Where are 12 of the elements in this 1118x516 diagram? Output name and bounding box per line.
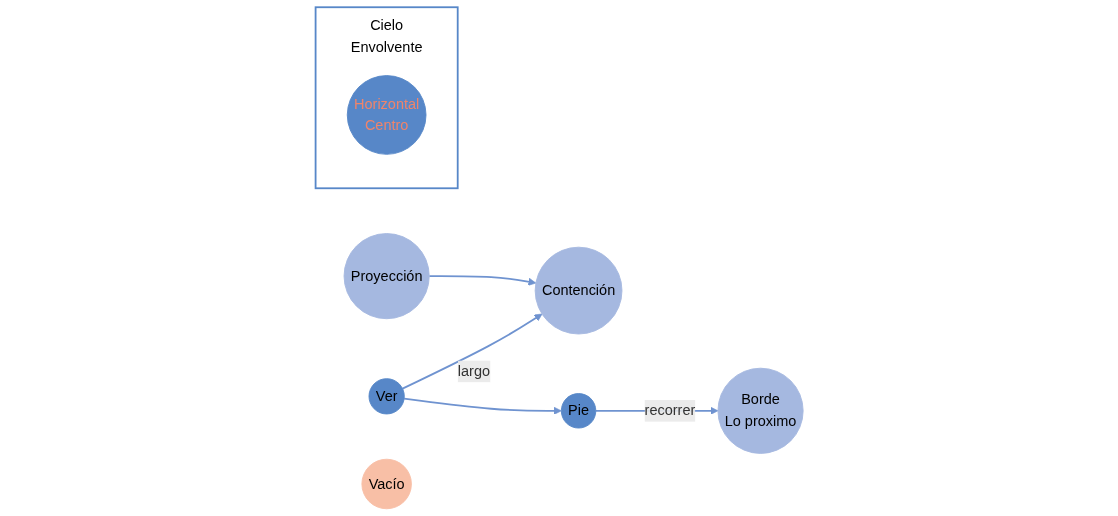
edge-label: recorrer xyxy=(644,402,695,419)
arrow xyxy=(402,397,562,415)
edge-label: largo xyxy=(457,363,490,379)
node-circle: Borde Lo proximo xyxy=(717,367,804,454)
arrow xyxy=(427,275,536,286)
node-circle: Horizontal Centro xyxy=(346,75,427,155)
node-circle: Contención xyxy=(534,246,623,335)
arrow xyxy=(401,313,542,390)
node-circle: Vacío xyxy=(361,458,412,510)
node-circle: Proyección xyxy=(343,233,430,320)
node-circle: Ver xyxy=(368,378,405,415)
node-circle: Pie xyxy=(560,393,596,429)
